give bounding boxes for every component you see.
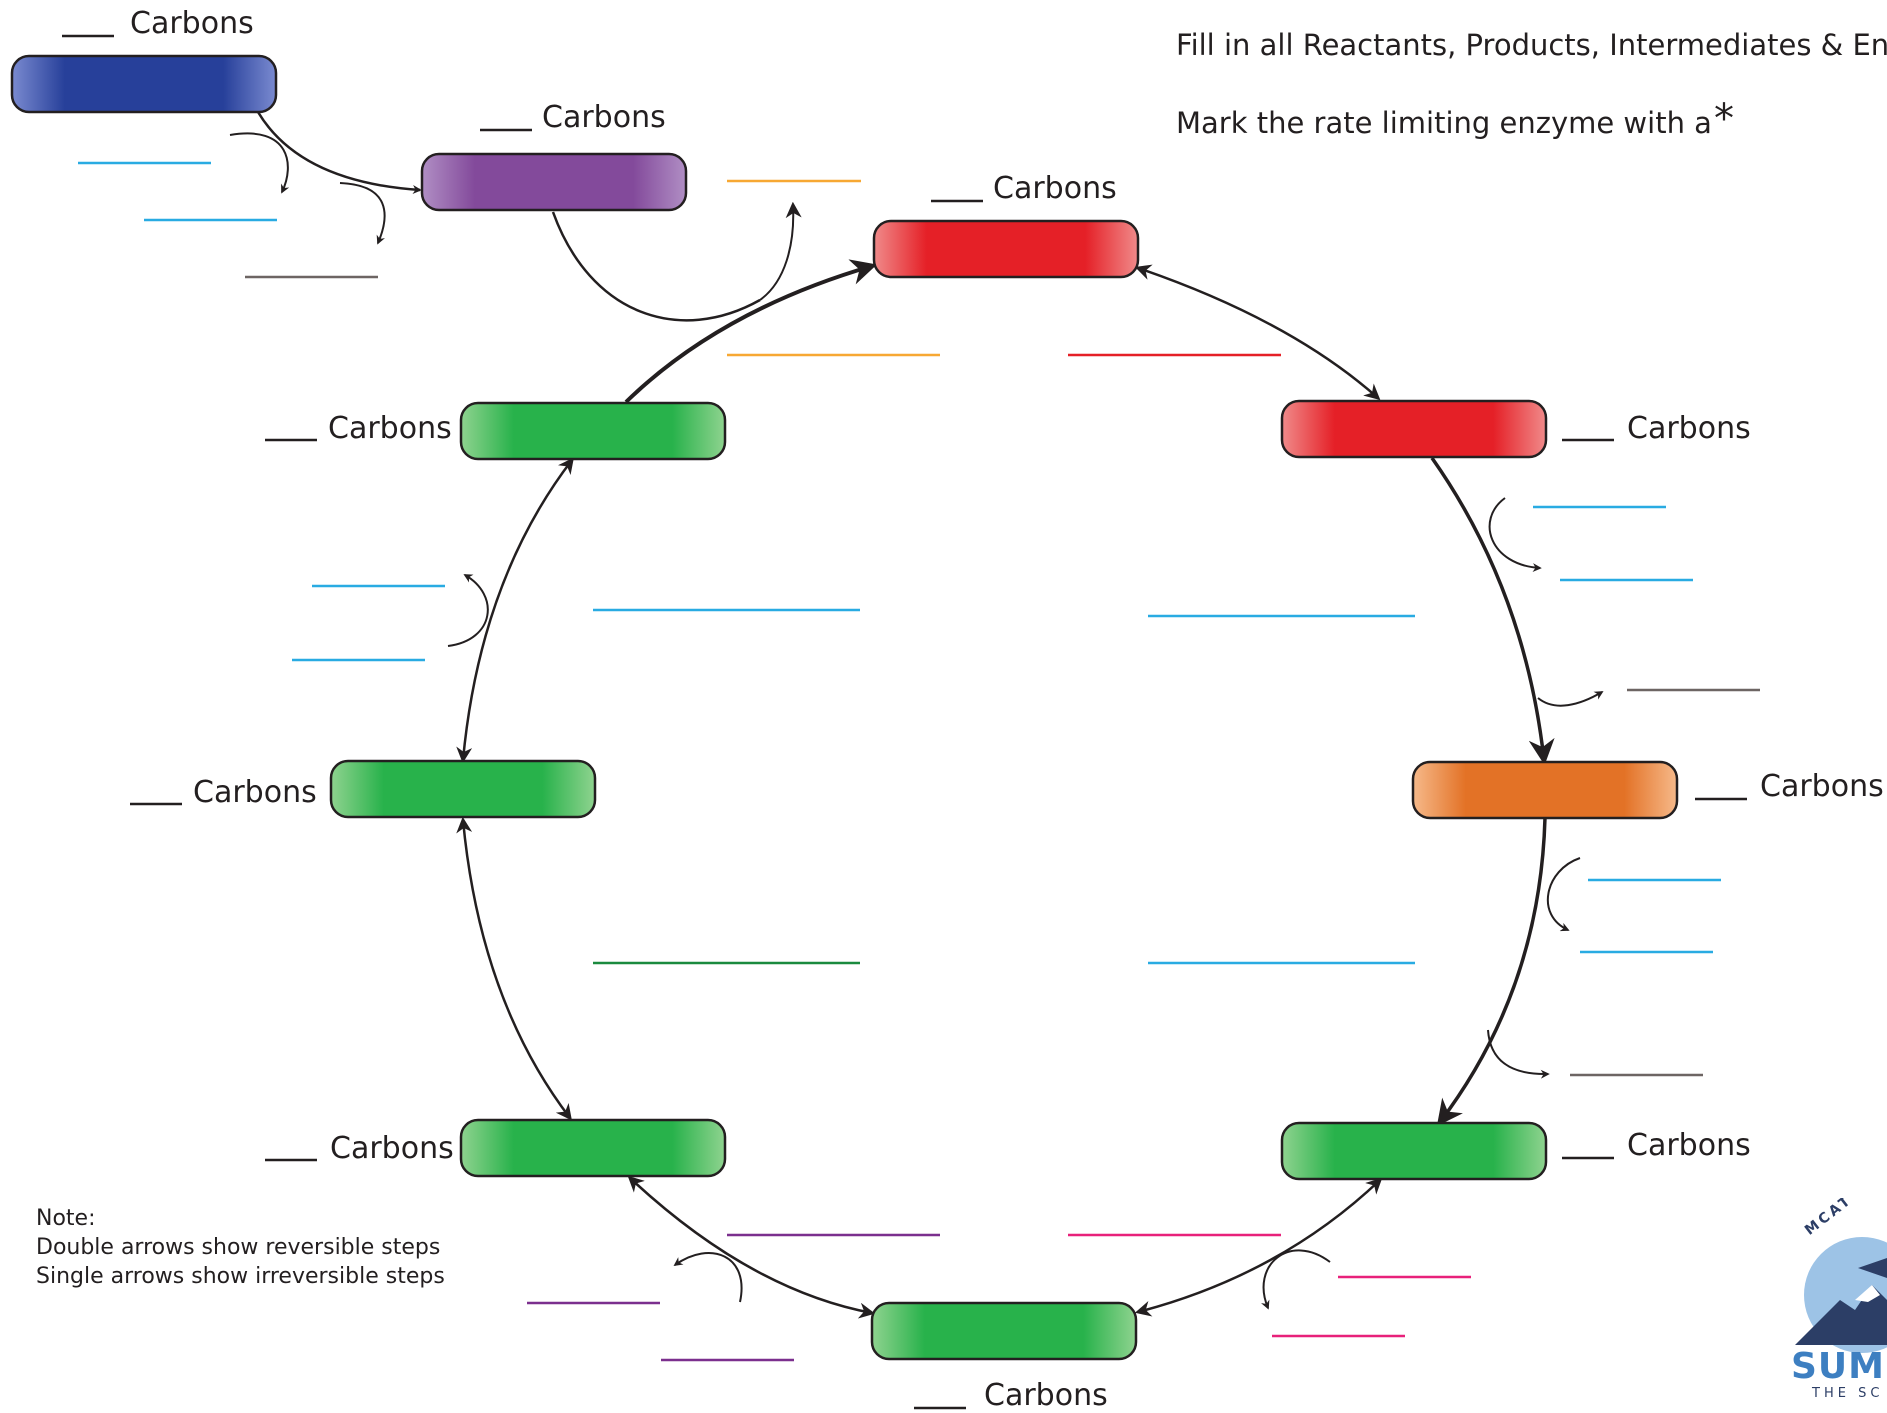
carbons-label-right-red: Carbons: [1627, 411, 1751, 446]
note-line-2: Single arrows show irreversible steps: [36, 1264, 445, 1289]
logo: MCAT TU SUM THE SC: [1780, 1198, 1887, 1412]
arrow-start-to-purple: [256, 111, 422, 195]
node-upperleft-green: [459, 401, 727, 461]
arrow-top-to-right: [1134, 264, 1381, 401]
carbons-label-left: Carbons: [193, 775, 317, 810]
logo-name: SUM: [1791, 1346, 1885, 1387]
curl-right-2: [1537, 691, 1604, 707]
note-block: Note: Double arrows show reversible step…: [36, 1204, 445, 1291]
curl-start-1: [229, 132, 290, 194]
logo-graphic: [1795, 1237, 1887, 1353]
logo-subtitle: THE SC: [1812, 1386, 1884, 1401]
note-line-1: Double arrows show reversible steps: [36, 1235, 441, 1260]
carbons-label-orange: Carbons: [1760, 769, 1884, 804]
node-purple: [420, 152, 688, 212]
arrow-upperleft-to-top: [624, 259, 877, 404]
curl-right-1: [1488, 497, 1542, 573]
curl-lowerright: [1261, 1249, 1331, 1310]
curl-orange-2: [1487, 1029, 1550, 1079]
instruction-line-2: Mark the rate limiting enzyme with a: [1176, 106, 1712, 140]
instruction-line-1: Fill in all Reactants, Products, Interme…: [1176, 28, 1887, 62]
carbons-label-upperleft: Carbons: [328, 411, 452, 446]
carbons-label-lowerright: Carbons: [1627, 1128, 1751, 1163]
node-bottom-green: [870, 1301, 1138, 1361]
carbons-label-start: Carbons: [130, 6, 254, 41]
arrow-lowerleft-to-left: [456, 816, 572, 1121]
arrow-left-to-upperleft: [456, 457, 574, 764]
node-top-red: [872, 219, 1140, 279]
curl-start-2: [339, 182, 386, 245]
star-icon: *: [1714, 96, 1734, 142]
carbons-label-bottom: Carbons: [984, 1378, 1108, 1413]
curl-orange-1: [1546, 857, 1581, 932]
arrow-right-to-orange: [1430, 456, 1555, 766]
node-lowerleft-green: [459, 1118, 727, 1178]
node-right-orange: [1411, 760, 1679, 820]
node-lowerright-green: [1280, 1121, 1548, 1181]
curl-lowerleft: [673, 1252, 743, 1303]
curl-left: [447, 574, 489, 647]
logo-arc-text: MCAT TU: [1802, 1198, 1884, 1239]
note-heading: Note:: [36, 1206, 96, 1231]
curl-top-out: [759, 201, 802, 301]
arrow-orange-to-lowerright: [1436, 817, 1547, 1127]
arrow-lowerright-to-bottom: [1134, 1177, 1383, 1317]
carbons-label-purple: Carbons: [542, 100, 666, 135]
node-start-blue: [10, 54, 278, 114]
node-right-red: [1280, 399, 1548, 459]
node-left-green: [329, 759, 597, 819]
arrow-bottom-to-lowerleft: [627, 1175, 876, 1319]
carbons-label-lowerleft: Carbons: [330, 1131, 454, 1166]
carbons-label-top: Carbons: [993, 171, 1117, 206]
arrow-purple-to-top: [551, 211, 761, 322]
